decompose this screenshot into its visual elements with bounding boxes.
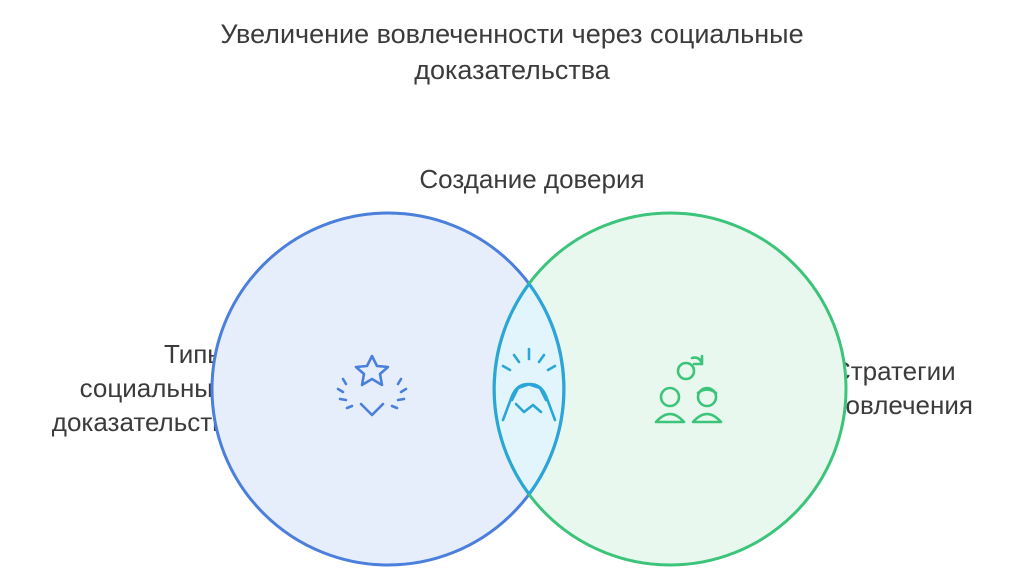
handshake-icon — [501, 347, 557, 422]
left-label-line-3: доказательств — [51, 407, 226, 437]
right-circle-label: Стратегии вовлечения — [832, 354, 1022, 422]
overlap-outline-right — [527, 283, 566, 495]
star-laurel-icon — [336, 354, 408, 417]
title-line-2: доказательства — [414, 55, 610, 85]
left-circle — [212, 213, 564, 565]
right-label-line-2: вовлечения — [832, 390, 973, 420]
right-label-line-1: Стратегии — [832, 356, 956, 386]
left-circle-label: Типы социальных доказательств — [0, 337, 226, 439]
title-line-1: Увеличение вовлеченности через социальны… — [220, 19, 804, 49]
people-connection-icon — [654, 354, 723, 424]
diagram-title: Увеличение вовлеченности через социальны… — [112, 16, 912, 88]
overlap-outline-left — [492, 283, 531, 495]
overlap-label: Создание доверия — [419, 164, 645, 194]
left-label-line-2: социальных — [79, 373, 226, 403]
